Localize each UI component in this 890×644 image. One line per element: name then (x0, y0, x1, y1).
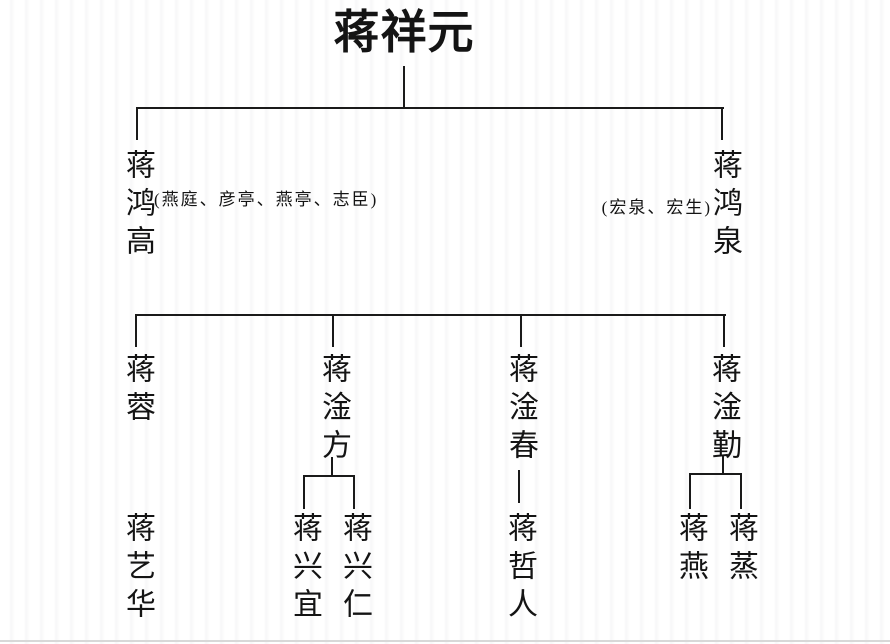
connector-fork-b-bar (689, 473, 742, 475)
connector-root-stem (403, 66, 405, 108)
connector-gen3-drop-4 (723, 314, 725, 347)
connector-fork-a-drop-left (303, 475, 305, 509)
gen4-node-name: 蒋兴仁 (338, 512, 371, 626)
page-scan-edge (0, 640, 890, 642)
gen2-node-name: 蒋鸿高 (121, 149, 154, 263)
gen3-node-name: 蒋淦勤 (707, 353, 740, 467)
gen2-node-name: 蒋鸿泉 (708, 149, 741, 263)
connector-gen3-drop-2 (332, 314, 334, 347)
connector-fork-a-drop-right (353, 475, 355, 509)
gen4-node-name: 蒋兴宜 (288, 512, 321, 626)
connector-fork-a-stem (331, 457, 333, 477)
connector-gen3-drop-3 (520, 314, 522, 347)
connector-gen3-bar (135, 314, 726, 316)
gen4-node-name: 蒋艺华 (121, 512, 154, 626)
gen4-node-name: 蒋燕 (674, 512, 707, 588)
connector-single-child-stem (518, 470, 520, 503)
connector-fork-b-drop-right (740, 473, 742, 509)
alias-annotation-left: (燕庭、彦亭、燕亭、志臣) (154, 190, 379, 209)
connector-gen2-drop-right (721, 107, 723, 140)
connector-fork-a-bar (303, 475, 355, 477)
connector-fork-b-drop-left (689, 473, 691, 509)
alias-annotation-right: (宏泉、宏生) (601, 198, 712, 217)
gen4-node-name: 蒋蒸 (724, 512, 757, 588)
gen3-node-name: 蒋淦方 (317, 353, 350, 467)
connector-gen2-drop-left (136, 107, 138, 140)
gen3-node-name: 蒋蓉 (121, 353, 154, 429)
connector-gen2-bar (136, 107, 724, 109)
root-name: 蒋祥元 (333, 7, 475, 58)
gen4-node-name: 蒋哲人 (503, 512, 536, 626)
connector-gen3-drop-1 (135, 314, 137, 347)
gen3-node-name: 蒋淦春 (504, 353, 537, 467)
connector-fork-b-stem (722, 456, 724, 475)
